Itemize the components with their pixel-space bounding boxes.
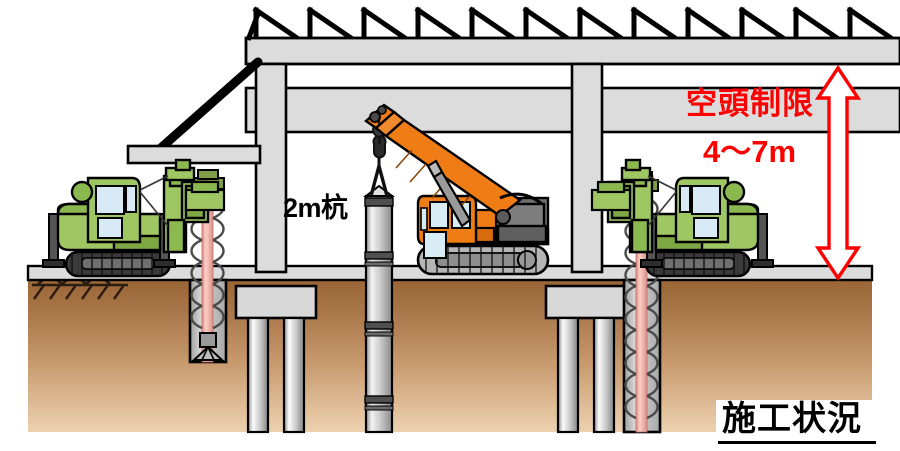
right-rig-rotary-head (590, 180, 632, 212)
crane-boom-cylinder (426, 159, 472, 228)
roof-edge-brace (245, 13, 261, 41)
caption-backdrop (716, 400, 880, 444)
roof-beam (244, 36, 900, 66)
caption-underline (718, 441, 876, 444)
caption-label: 施工状況 (722, 400, 862, 438)
clearance-value-label: 4～7m (703, 134, 797, 169)
left-rig-rotary-head (184, 180, 226, 212)
suspended-pile-2m (363, 184, 395, 434)
crane-track (416, 244, 550, 276)
column-right (570, 62, 604, 274)
clearance-title-label: 空頭制限 (686, 86, 814, 121)
cantilever-canopy (126, 57, 263, 165)
left-pile-cap-group (234, 284, 318, 434)
right-pile-cap-group (544, 284, 628, 434)
pile-label: 2m杭 (283, 193, 348, 223)
center-crawler-crane (364, 103, 550, 276)
left-drill-rig (42, 158, 226, 278)
right-rig-cab (674, 176, 730, 244)
column-left (254, 62, 288, 274)
right-drill-rig (590, 158, 774, 278)
clearance-double-arrow (814, 64, 862, 282)
left-rig-cab (86, 176, 142, 244)
sawtooth-roof (252, 6, 898, 44)
